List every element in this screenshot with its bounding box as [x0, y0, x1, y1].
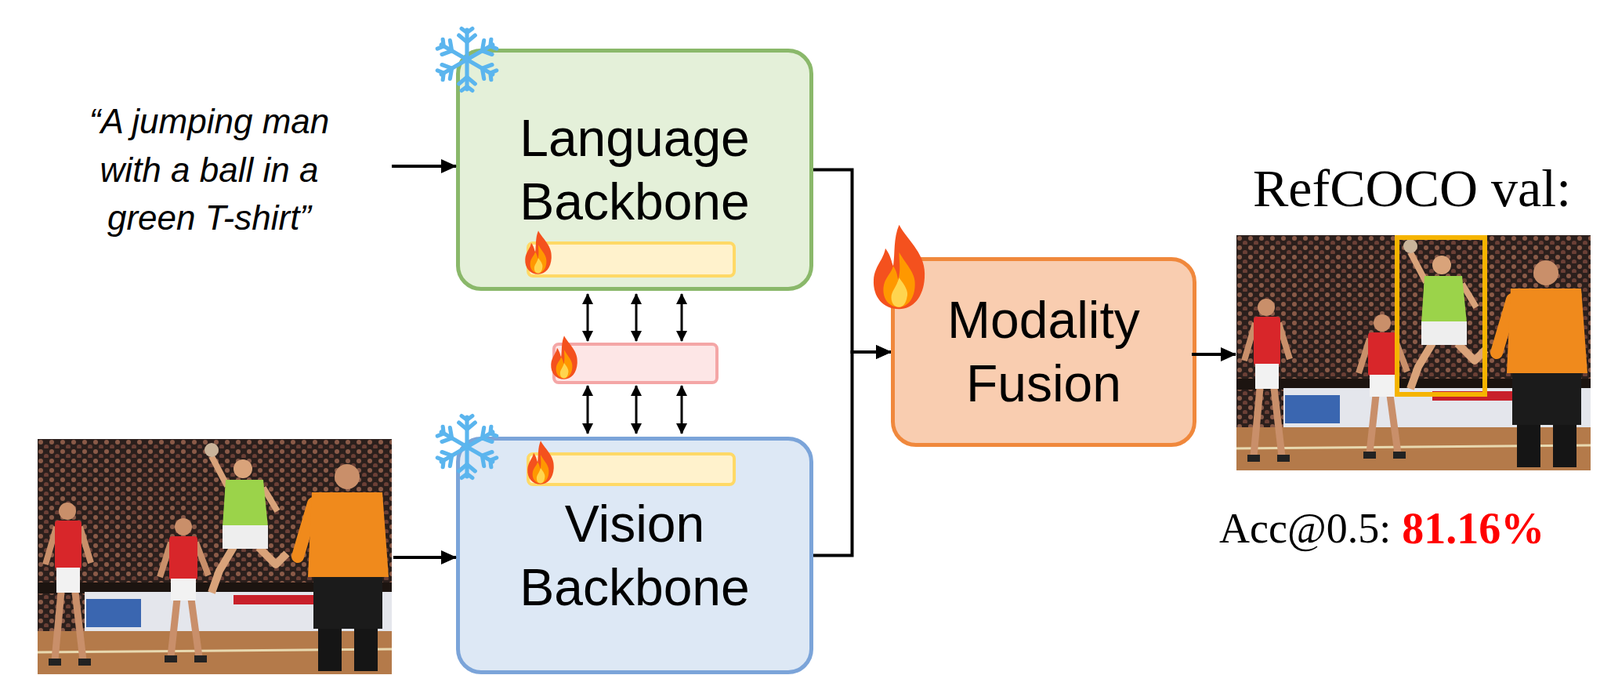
trainable-icon: [550, 335, 578, 379]
trainable-icon: [873, 224, 925, 310]
adapter-bar: [528, 242, 735, 276]
connector: [813, 351, 891, 556]
frozen-icon: [436, 28, 499, 91]
backbone-box: Vision Backbone: [456, 436, 814, 674]
connector: [813, 170, 891, 353]
interaction-arrows: [587, 293, 682, 434]
fusion-box: Modality Fusion: [890, 257, 1197, 447]
output-arrow: [1191, 352, 1236, 356]
dataset-label: RefCOCO val:: [1252, 158, 1572, 218]
frozen-icon: [436, 415, 499, 478]
node-text: Language Backbone: [505, 106, 764, 233]
node-text: Modality Fusion: [914, 288, 1173, 415]
trainable-icon: [524, 230, 552, 274]
input-expression: “A jumping man with a ball in a green T-…: [68, 97, 351, 243]
output-photo: [1236, 235, 1591, 471]
trainable-icon: [527, 440, 554, 484]
input-arrow: [391, 164, 457, 168]
adapter-bar: [528, 453, 735, 485]
node-text: Vision Backbone: [505, 492, 764, 619]
input-photo: [37, 438, 392, 674]
metric-value: 81.16%: [1401, 503, 1545, 554]
metric-label: Acc@0.5:: [1219, 503, 1391, 554]
input-arrow: [393, 555, 457, 559]
backbone-box: Language Backbone: [456, 48, 814, 291]
grounding-box: [1397, 237, 1485, 395]
interaction-bar: [553, 343, 717, 383]
